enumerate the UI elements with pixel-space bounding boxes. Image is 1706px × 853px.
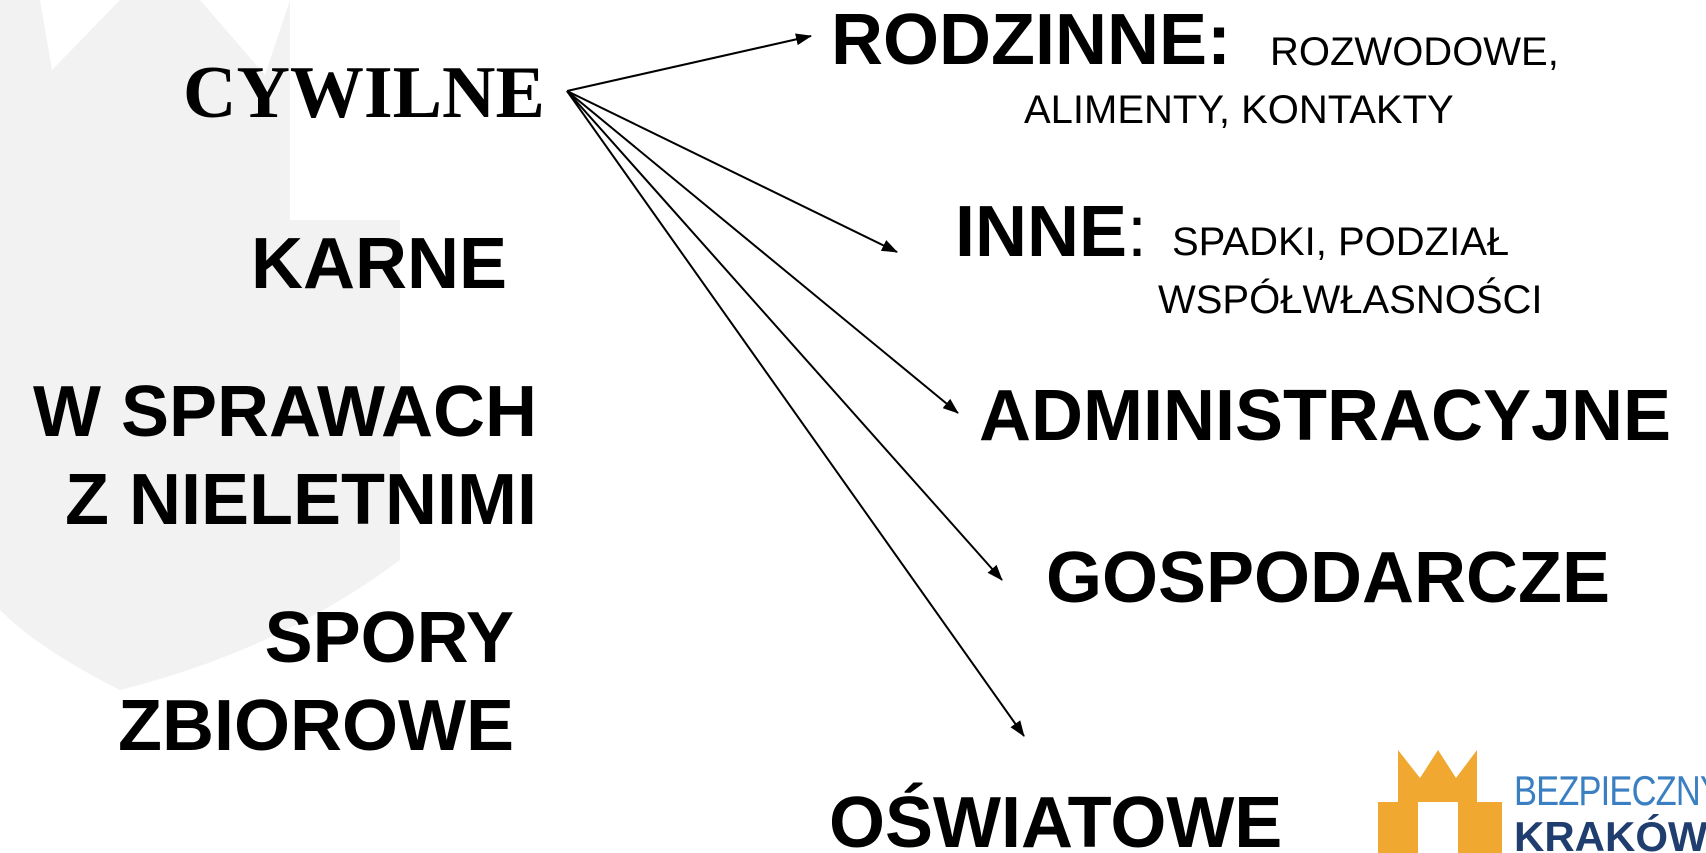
node-inne-desc-line2: WSPÓŁWŁASNOŚCI	[1158, 278, 1543, 322]
arrow-to-administracyjne	[566, 90, 959, 414]
node-nieletnimi-line2: Z NIELETNIMI	[65, 460, 537, 540]
logo-text-line1: BEZPIECZNY	[1514, 767, 1706, 814]
node-administracyjne: ADMINISTRACYJNE	[979, 376, 1672, 456]
node-w-sprawach-z-nieletnimi: W SPRAWACH Z NIELETNIMI	[33, 368, 537, 544]
node-rodzinne-desc-line2: ALIMENTY, KONTAKTY	[1024, 88, 1454, 132]
arrow-to-rodzinne	[566, 33, 812, 92]
node-gospodarcze: GOSPODARCZE	[1046, 538, 1611, 618]
node-nieletnimi-line1: W SPRAWACH	[33, 372, 537, 452]
node-cywilne: CYWILNE	[183, 52, 545, 134]
arrow-to-inne	[566, 90, 898, 253]
logo-text-line2: KRAKÓW	[1514, 813, 1706, 853]
node-inne-colon: :	[1127, 192, 1148, 272]
node-rodzinne-title: RODZINNE:	[831, 0, 1231, 80]
node-spory-zbiorowe: SPORY ZBIOROWE	[118, 594, 514, 770]
node-inne-title-text: INNE	[955, 192, 1128, 272]
node-spory-line1: SPORY	[264, 598, 514, 678]
bezpieczny-krakow-logo: BEZPIECZNY KRAKÓW	[1376, 746, 1706, 853]
crown-icon	[1378, 750, 1502, 853]
node-inne-desc-line1: SPADKI, PODZIAŁ	[1172, 220, 1510, 264]
node-rodzinne-desc-line1: ROZWODOWE,	[1270, 30, 1559, 74]
node-karne: KARNE	[251, 224, 508, 304]
arrow-to-gospodarcze	[566, 90, 1003, 581]
node-oswiatowe: OŚWIATOWE	[829, 783, 1283, 853]
node-spory-line2: ZBIOROWE	[118, 686, 514, 766]
node-inne-title: INNE:	[955, 196, 1147, 268]
arrow-to-oswiatowe	[566, 90, 1025, 737]
